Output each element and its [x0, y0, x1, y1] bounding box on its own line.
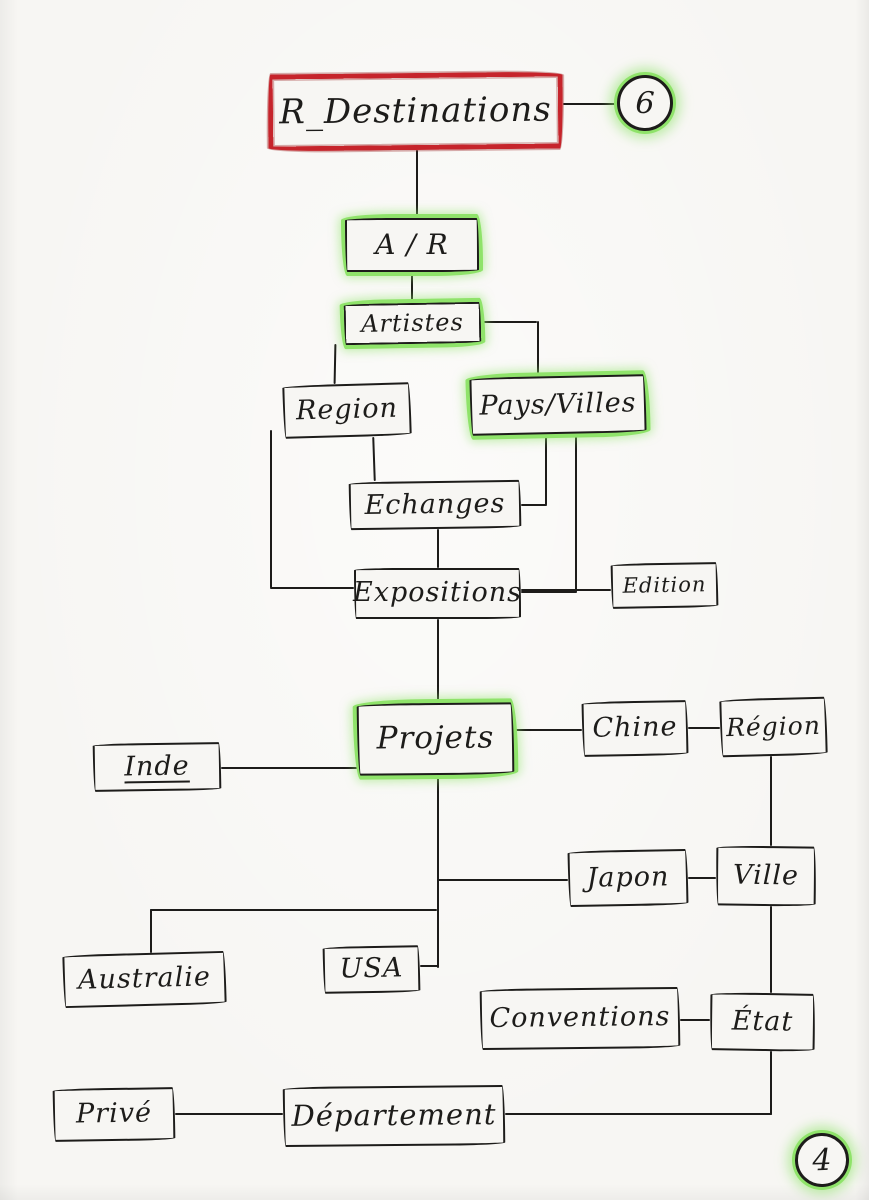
node-chine-label: Chine — [592, 711, 678, 744]
node-expositions: Expositions — [353, 568, 521, 619]
node-usa-label: USA — [339, 952, 404, 985]
connector-etat-departement-h — [505, 1113, 772, 1116]
connector-ville-etat — [770, 906, 773, 993]
connector-projets-chine — [514, 729, 582, 732]
node-departement-label: Département — [291, 1097, 497, 1133]
connector-artistes-region — [333, 343, 337, 385]
connector-paysvilles-expositions-h — [521, 591, 577, 594]
node-region-right: Région — [719, 696, 828, 758]
connector-expositions-projets — [437, 619, 440, 703]
node-echanges-label: Echanges — [364, 487, 506, 521]
node-edition-label: Edition — [622, 571, 707, 598]
node-a-r: A / R — [345, 218, 479, 272]
node-australie-label: Australie — [77, 961, 212, 996]
node-australie: Australie — [62, 950, 227, 1009]
node-chine: Chine — [581, 700, 689, 757]
connector-projets-trunk — [437, 776, 440, 968]
node-japon-label: Japon — [586, 860, 670, 894]
connector-chine-region — [688, 727, 720, 730]
node-region-top-label: Region — [295, 392, 399, 427]
connector-region-echanges — [372, 436, 377, 482]
node-pays-villes-label: Pays/Villes — [479, 386, 637, 422]
node-etat-label: État — [731, 1004, 794, 1038]
badge-circle-4: 4 — [794, 1132, 850, 1188]
connector-rdest-circle6 — [563, 103, 617, 106]
connector-japon-ville — [688, 877, 716, 880]
node-expositions-label: Expositions — [353, 577, 522, 608]
connector-paysvilles-echanges-v — [545, 434, 548, 505]
connector-branch-australie — [150, 909, 153, 953]
connector-trunk-japon — [437, 879, 568, 882]
node-pays-villes: Pays/Villes — [469, 374, 647, 436]
node-prive: Privé — [52, 1087, 176, 1142]
node-region-top: Region — [282, 382, 412, 439]
node-artistes: Artistes — [343, 301, 482, 346]
connector-paysvilles-echanges-h — [521, 504, 547, 507]
connector-ar-artistes — [411, 272, 414, 303]
connector-projets-inde — [221, 767, 357, 770]
node-r-destinations-label: R_Destinations — [279, 89, 552, 132]
connector-conventions-etat — [680, 1019, 710, 1022]
node-inde-label: Inde — [124, 750, 190, 782]
badge-circle-6-label: 6 — [634, 85, 656, 121]
connector-etat-departement-v — [770, 1051, 773, 1115]
connector-region-expositions-h — [270, 587, 354, 590]
node-projets-label: Projets — [376, 719, 495, 757]
connector-region-expositions-v — [270, 430, 273, 588]
badge-circle-4-label: 4 — [811, 1142, 833, 1178]
node-ville-label: Ville — [732, 859, 800, 891]
node-echanges: Echanges — [348, 479, 522, 531]
connector-artistes-paysvilles-v — [537, 321, 540, 376]
node-projets: Projets — [356, 702, 515, 776]
node-prive-label: Privé — [75, 1097, 153, 1130]
node-departement: Département — [282, 1085, 506, 1147]
node-usa: USA — [322, 945, 421, 994]
node-artistes-label: Artistes — [360, 307, 465, 338]
connector-trunk-usa — [420, 965, 438, 968]
connector-trunk-left-branch — [150, 909, 437, 912]
connector-prive-departement — [175, 1113, 283, 1116]
connector-region-ville — [770, 756, 773, 846]
connector-echanges-expositions — [437, 529, 440, 568]
connector-paysvilles-expositions-v — [575, 434, 578, 592]
node-r-destinations: R_Destinations — [267, 71, 564, 152]
node-conventions: Conventions — [479, 986, 681, 1051]
node-edition: Edition — [610, 562, 719, 609]
node-conventions-label: Conventions — [489, 1001, 671, 1034]
badge-circle-6: 6 — [616, 74, 674, 132]
node-japon: Japon — [567, 848, 689, 908]
node-ville: Ville — [715, 845, 817, 907]
node-region-right-label: Région — [725, 710, 822, 742]
connector-artistes-paysvilles-h — [480, 321, 537, 324]
node-etat: État — [709, 992, 816, 1052]
connector-expositions-edition — [521, 589, 611, 592]
connector-rdest-ar — [416, 150, 419, 218]
node-a-r-label: A / R — [375, 227, 449, 261]
node-inde: Inde — [92, 742, 222, 792]
